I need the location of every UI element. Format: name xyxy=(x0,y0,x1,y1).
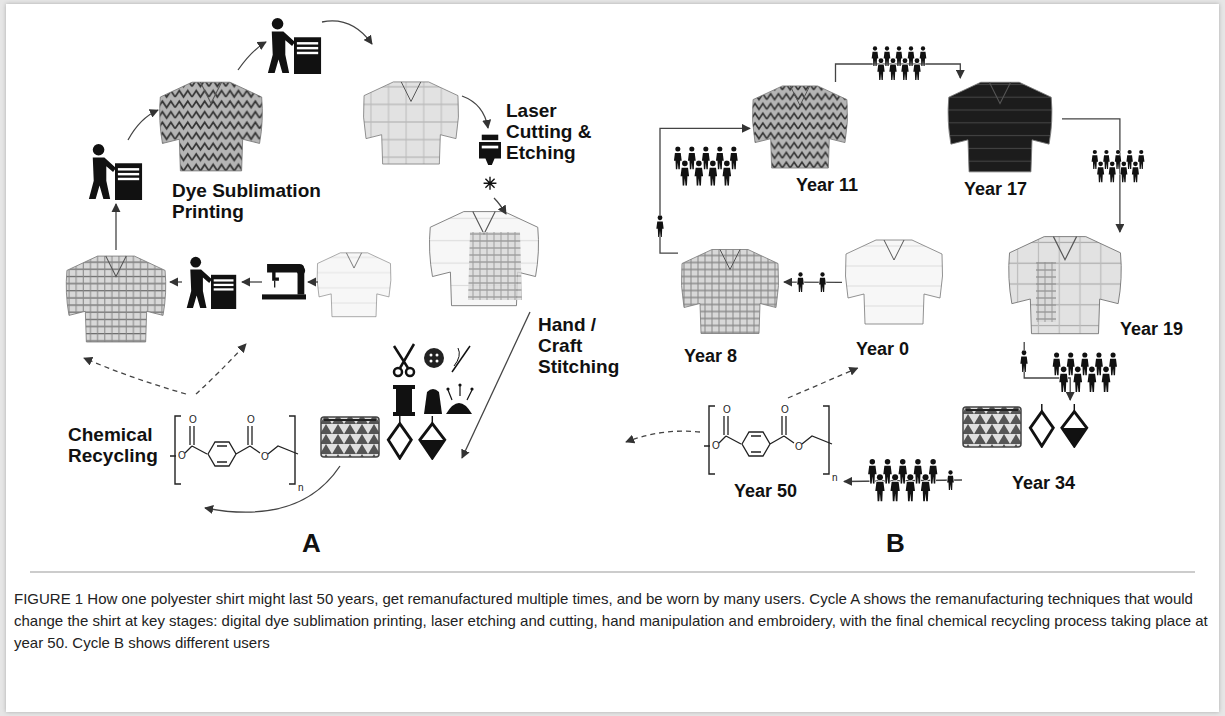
atom-symbol: O xyxy=(712,440,720,452)
year-label: Year 19 xyxy=(1120,318,1183,340)
sewing-machine xyxy=(262,264,306,300)
white-shirt xyxy=(317,253,391,317)
atom-symbol: O xyxy=(795,441,803,453)
garment-part xyxy=(704,406,832,474)
user-crowd xyxy=(868,459,937,502)
year-label: Year 34 xyxy=(1012,472,1075,494)
user-crowd xyxy=(1092,150,1145,183)
user-icon xyxy=(819,272,826,292)
garment-part xyxy=(1009,237,1121,334)
process-label: Hand / Craft Stitching xyxy=(538,314,632,377)
atom-symbol: O xyxy=(189,414,197,426)
user-flow-arrow xyxy=(784,281,842,282)
atom-symbol: O xyxy=(781,404,789,416)
craft-tools xyxy=(393,344,474,416)
garment-part xyxy=(948,82,1052,172)
process-label: Laser Cutting & Etching xyxy=(506,100,610,163)
earrings xyxy=(388,416,444,458)
user-icon xyxy=(1020,350,1027,372)
atom-symbol: O xyxy=(261,451,269,463)
panel-letter: B xyxy=(886,528,905,558)
user-icon xyxy=(947,470,954,490)
shirt-stage: Year 19 xyxy=(1006,232,1188,342)
printed-shirt xyxy=(363,82,458,164)
year-label: Year 8 xyxy=(684,345,737,367)
shirt-panel xyxy=(468,232,522,300)
year-label: Year 0 xyxy=(856,338,909,360)
year-label: Year 17 xyxy=(964,178,1027,200)
printer-icon xyxy=(187,257,237,309)
shirt-stage: Year 0 xyxy=(842,232,946,368)
process-arrows xyxy=(84,21,700,512)
plaid-shirt xyxy=(66,256,165,342)
caption-rule xyxy=(30,572,1195,573)
atom-symbol: O xyxy=(178,450,186,462)
atom-symbol: n xyxy=(298,482,304,494)
user-crowd xyxy=(1053,352,1117,392)
shirt-stage: Year 17 xyxy=(938,78,1062,202)
printer-icon xyxy=(268,18,321,74)
user-flow-arrow xyxy=(660,128,750,253)
process-label: Chemical Recycling xyxy=(68,424,168,466)
user-flow-arrow xyxy=(788,368,858,398)
printed-shirt xyxy=(160,82,263,171)
garment-part xyxy=(681,250,778,334)
user-flow-arrow xyxy=(836,64,961,82)
user-icon xyxy=(656,215,663,237)
printer-icon xyxy=(89,144,142,200)
garment-part xyxy=(752,86,847,168)
laser-icon xyxy=(479,135,501,190)
polymer-structure xyxy=(170,416,298,484)
atom-symbol: O xyxy=(723,404,731,416)
panel-letter: A xyxy=(302,528,321,558)
shirt-stage: Year 11 xyxy=(750,82,864,198)
garment-part xyxy=(963,407,1021,447)
process-label: Dye Sublimation Printing xyxy=(172,180,350,222)
user-icon xyxy=(797,272,804,292)
garment-part xyxy=(845,240,942,324)
user-crowd xyxy=(872,46,927,80)
figure-caption: FIGURE 1 How one polyester shirt might l… xyxy=(14,588,1210,654)
user-crowd xyxy=(674,147,738,186)
etched-shirt xyxy=(429,212,538,306)
pouch-bag xyxy=(321,417,379,457)
garment-part xyxy=(1036,262,1056,322)
shirt-stage: Year 34 xyxy=(962,400,1094,500)
year-label: Year 11 xyxy=(796,174,858,196)
atom-symbol: n xyxy=(832,472,838,484)
year-label: Year 50 xyxy=(734,480,797,502)
atom-symbol: O xyxy=(247,414,255,426)
shirt-stage: Year 8 xyxy=(678,243,784,369)
garment-part xyxy=(1030,404,1086,446)
